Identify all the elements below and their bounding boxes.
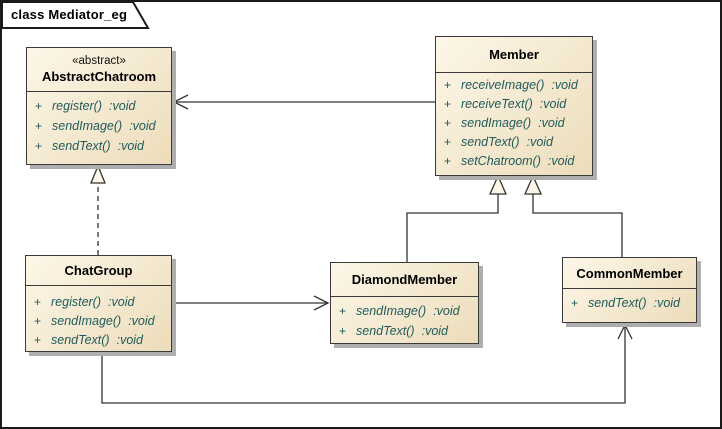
return-type: :void bbox=[128, 314, 155, 328]
method-name: sendText() bbox=[461, 135, 520, 149]
method-name: sendText() bbox=[51, 333, 110, 347]
return-type: :void bbox=[433, 304, 460, 318]
visibility-marker: + bbox=[34, 295, 42, 309]
methods-compartment: + receiveImage() :void + receiveText() :void… bbox=[436, 73, 592, 173]
return-type: :void bbox=[109, 99, 136, 113]
visibility-marker: + bbox=[35, 99, 43, 113]
method-name: sendText() bbox=[588, 296, 647, 310]
return-type: :void bbox=[539, 97, 567, 111]
visibility-marker: + bbox=[35, 119, 43, 133]
method-name: sendImage() bbox=[52, 119, 123, 133]
return-type: :void bbox=[129, 119, 156, 133]
class-box-chatgroup[interactable]: ChatGroup + register() :void + sendImage():… bbox=[25, 255, 172, 352]
method-row: + sendText() :void bbox=[26, 333, 171, 352]
method-row: + sendImage() :void bbox=[331, 304, 478, 324]
methods-compartment: + sendImage() :void + sendText() :void bbox=[331, 297, 478, 344]
visibility-marker: + bbox=[444, 97, 452, 111]
method-name: sendImage() bbox=[51, 314, 122, 328]
generalization-diamondmember-to-member[interactable] bbox=[406, 174, 508, 262]
class-box-abstractchatroom[interactable]: «abstract» AbstractChatroom + register():… bbox=[26, 47, 172, 165]
class-name: Member bbox=[489, 47, 539, 62]
method-name: register() bbox=[51, 295, 102, 309]
method-row: + sendText() :void bbox=[331, 324, 478, 344]
class-name: AbstractChatroom bbox=[41, 69, 157, 84]
class-box-diamondmember[interactable]: DiamondMember + sendImage() :void + sendTex… bbox=[330, 262, 479, 344]
association-member-to-abstractchatroom[interactable] bbox=[172, 94, 435, 110]
method-row: + receiveImage() :void bbox=[436, 78, 592, 97]
return-type: :void bbox=[421, 324, 448, 338]
method-row: + sendImage() :void bbox=[26, 314, 171, 333]
method-name: setChatroom() bbox=[461, 154, 541, 168]
class-name: DiamondMember bbox=[351, 272, 458, 287]
return-type: :void bbox=[547, 154, 575, 168]
method-name: sendText() bbox=[52, 139, 111, 153]
methods-compartment: + sendText() :void bbox=[563, 289, 696, 315]
visibility-marker: + bbox=[571, 296, 579, 310]
class-box-commonmember[interactable]: CommonMember + sendText() :void bbox=[562, 257, 697, 323]
class-stereotype: «abstract» bbox=[72, 55, 126, 67]
class-header: CommonMember bbox=[563, 258, 696, 289]
return-type: :void bbox=[551, 78, 578, 92]
method-row: + sendImage() :void bbox=[436, 116, 592, 135]
method-row: + receiveText() :void bbox=[436, 97, 592, 116]
association-chatgroup-to-diamondmember[interactable] bbox=[172, 295, 330, 311]
method-row: + sendText() :void bbox=[563, 296, 696, 315]
realization-chatgroup-to-abstractchatroom[interactable] bbox=[90, 164, 106, 255]
class-header: DiamondMember bbox=[331, 263, 478, 297]
class-header: Member bbox=[436, 37, 592, 73]
method-name: receiveText() bbox=[461, 97, 533, 111]
return-type: :void bbox=[653, 296, 680, 310]
method-row: + register() :void bbox=[27, 99, 171, 119]
methods-compartment: + register() :void + sendImage() :void + send… bbox=[27, 92, 171, 159]
return-type: :void bbox=[108, 295, 135, 309]
class-header: ChatGroup bbox=[26, 256, 171, 286]
class-name: CommonMember bbox=[576, 265, 683, 281]
diagram-frame-title: class Mediator_eg bbox=[11, 7, 128, 22]
visibility-marker: + bbox=[34, 314, 42, 328]
return-type: :void bbox=[538, 116, 565, 130]
method-row: + sendText() :void bbox=[27, 139, 171, 159]
return-type: :void bbox=[116, 333, 143, 347]
method-name: sendImage() bbox=[356, 304, 427, 318]
return-type: :void bbox=[117, 139, 144, 153]
methods-compartment: + register() :void + sendImage() :void + send… bbox=[26, 286, 171, 352]
method-row: + sendImage() :void bbox=[27, 119, 171, 139]
visibility-marker: + bbox=[34, 333, 42, 347]
visibility-marker: + bbox=[444, 154, 452, 168]
class-name: ChatGroup bbox=[64, 263, 133, 278]
method-name: sendImage() bbox=[461, 116, 532, 130]
class-box-member[interactable]: Member + receiveImage() :void + receiveText… bbox=[435, 36, 593, 176]
method-row: + sendText() :void bbox=[436, 135, 592, 154]
visibility-marker: + bbox=[35, 139, 43, 153]
visibility-marker: + bbox=[339, 304, 347, 318]
method-name: sendText() bbox=[356, 324, 415, 338]
generalization-commonmember-to-member[interactable] bbox=[523, 174, 623, 257]
method-name: receiveImage() bbox=[461, 78, 545, 92]
visibility-marker: + bbox=[339, 324, 347, 338]
visibility-marker: + bbox=[444, 78, 452, 92]
method-row: + setChatroom() :void bbox=[436, 154, 592, 173]
method-row: + register() :void bbox=[26, 295, 171, 314]
method-name: register() bbox=[52, 99, 103, 113]
visibility-marker: + bbox=[444, 135, 452, 149]
visibility-marker: + bbox=[444, 116, 452, 130]
return-type: :void bbox=[526, 135, 553, 149]
class-header: «abstract» AbstractChatroom bbox=[27, 48, 171, 92]
